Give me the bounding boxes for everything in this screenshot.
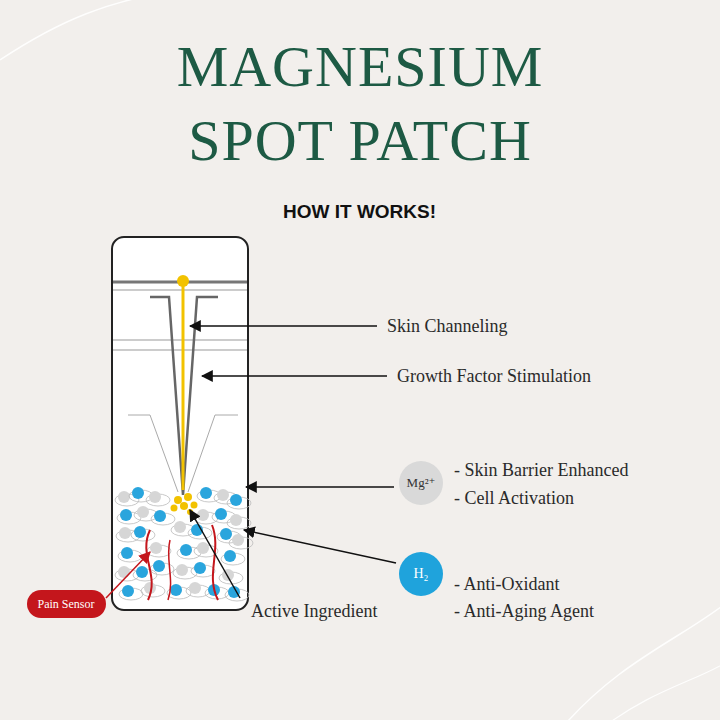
benefit-item: - Anti-Aging Agent xyxy=(454,601,594,622)
node-text: Mg²⁺ xyxy=(407,475,436,491)
mg-ion-circle: Mg²⁺ xyxy=(399,461,443,505)
benefit-item: - Cell Activation xyxy=(454,488,574,509)
benefit-item: - Anti-Oxidant xyxy=(454,574,560,595)
benefit-item: - Skin Barrier Enhanced xyxy=(454,460,628,481)
callout-label: Growth Factor Stimulation xyxy=(397,366,591,387)
callout-label: Skin Channeling xyxy=(387,316,508,337)
page-title: MAGNESIUM SPOT PATCH xyxy=(0,30,720,178)
pain-sensor-pill: Pain Sensor xyxy=(27,590,106,618)
callout-label: Active Ingredient xyxy=(251,601,377,622)
subtitle: HOW IT WORKS! xyxy=(283,201,436,223)
h2-circle: H₂ xyxy=(399,552,443,596)
node-text: H₂ xyxy=(414,566,429,582)
node-text: Pain Sensor xyxy=(38,597,95,612)
